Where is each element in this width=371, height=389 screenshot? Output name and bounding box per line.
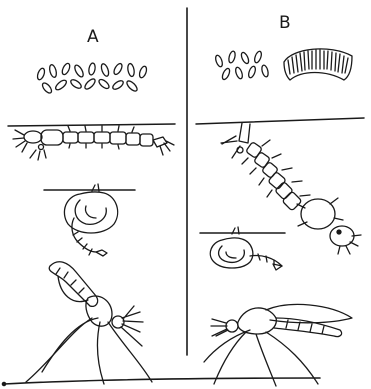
panel-a-adult-mosquito [26, 262, 152, 384]
panel-b-adult-mosquito [204, 304, 352, 386]
panel-a-pupa [64, 184, 117, 256]
panel-a-larva-water-surface [8, 124, 175, 126]
panel-a-eggs [36, 62, 148, 94]
panel-b-egg-raft [284, 49, 352, 80]
panel-a-larva [13, 126, 174, 160]
panel-b-larva [221, 123, 361, 254]
panel-b-larva-water-surface [196, 118, 364, 124]
panel-b-eggs [214, 50, 269, 80]
